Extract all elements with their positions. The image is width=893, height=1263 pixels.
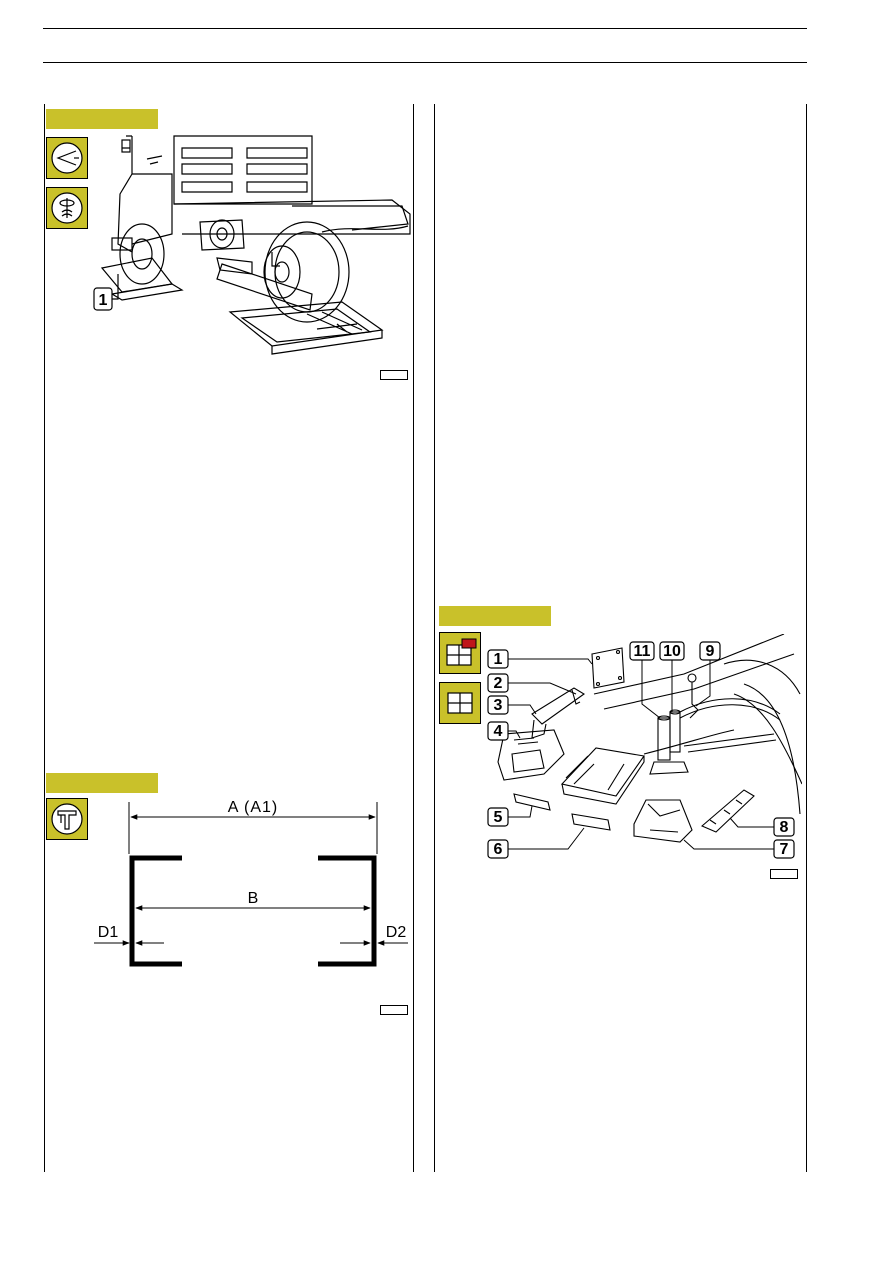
left-column-border	[44, 104, 45, 1172]
callout-6: 6	[494, 841, 503, 858]
callout-10: 10	[663, 643, 681, 660]
caliper-icon	[46, 798, 88, 840]
dimension-d2-label: D2	[386, 924, 407, 941]
dimension-a-label: A (A1)	[228, 799, 278, 816]
figure-number-box	[770, 869, 798, 879]
disassembly-icon	[439, 632, 481, 674]
figure-number-box	[380, 370, 408, 380]
middle-column-border-right	[434, 104, 435, 1172]
alignment-icon	[46, 137, 88, 179]
steering-icon	[46, 187, 88, 229]
section-tag-bottom-left	[46, 773, 158, 793]
callout-1-top: 1	[99, 292, 108, 309]
callout-9: 9	[706, 643, 715, 660]
frame-width-diagram: A (A1) B D1 D2	[94, 799, 408, 967]
figure-number-box	[380, 1005, 408, 1015]
header-rule-bottom	[43, 62, 807, 63]
truck-alignment-illustration: 1	[93, 135, 411, 355]
middle-column-border-left	[413, 104, 414, 1172]
callout-7: 7	[780, 841, 789, 858]
callout-2: 2	[494, 675, 503, 692]
section-tag-top-left	[46, 109, 158, 129]
callout-4: 4	[494, 723, 503, 740]
section-tag-bottom-right	[439, 606, 551, 626]
assembly-icon	[439, 682, 481, 724]
callout-5: 5	[494, 809, 503, 826]
dimension-d1-label: D1	[98, 924, 119, 941]
dimension-b-label: B	[248, 890, 259, 907]
callout-11: 11	[634, 643, 651, 660]
callout-3: 3	[494, 697, 503, 714]
exploded-parts-illustration: 1 2 3 4 5 6 7 8 9 10 11	[487, 634, 802, 859]
callout-1: 1	[494, 651, 503, 668]
header-rule-top	[43, 28, 807, 29]
callout-8: 8	[780, 819, 789, 836]
right-column-border	[806, 104, 807, 1172]
